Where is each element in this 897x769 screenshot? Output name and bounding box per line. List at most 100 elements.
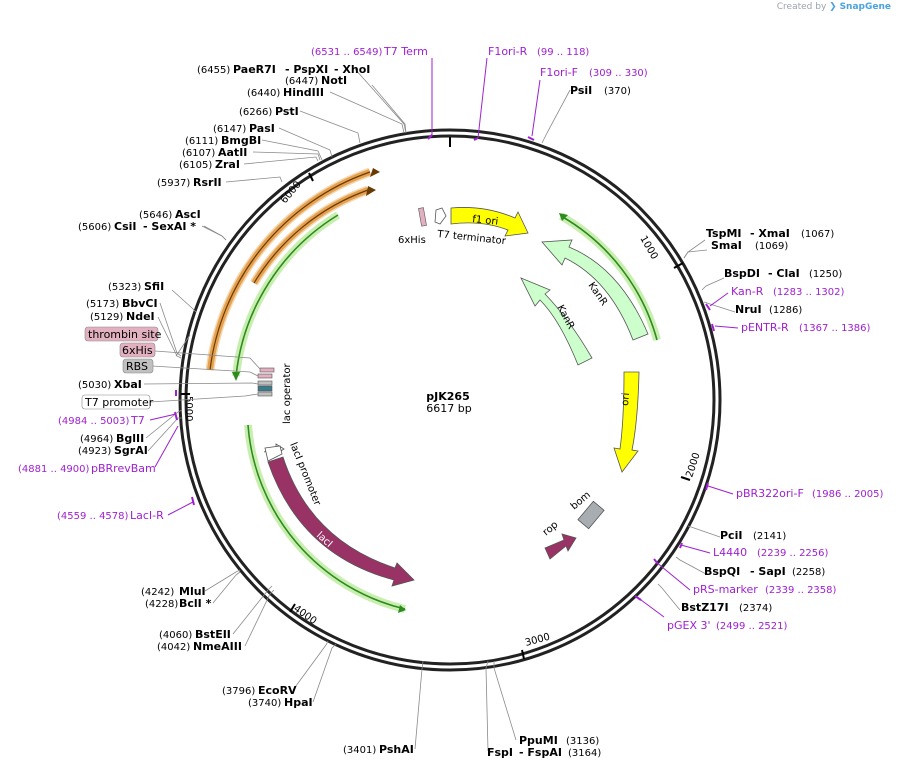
tick-label-2000: 2000 [684, 451, 702, 479]
primer-pos: (6531 .. 6549) [311, 47, 383, 58]
site-name: HpaI [284, 696, 313, 709]
site-pos: (370) [604, 86, 631, 97]
site-name: PsiI [570, 84, 592, 97]
site-name: BspQI [704, 565, 740, 578]
primer-name: pRS-marker [693, 583, 758, 596]
site-pos: (4060) [159, 630, 192, 641]
plasmid-size: 6617 bp [426, 402, 471, 415]
f1-ori-feature: f1 ori [450, 207, 529, 237]
site-name: BstZ17I [681, 601, 729, 614]
site-pos: (4042) [157, 642, 190, 653]
site-name: SgrAI [114, 444, 148, 457]
site-pos: (3164) [568, 748, 601, 759]
snapgene-logo-icon: ❯ [829, 2, 837, 12]
orange-feature-arcs [205, 167, 380, 371]
site-name: SmaI [711, 239, 742, 252]
primer-name: L4440 [713, 546, 747, 559]
snapgene-credit: Created by ❯ SnapGene [777, 2, 891, 12]
t7-promoter-label: T7 promoter [84, 396, 154, 409]
boxed-feature-labels: thrombin site 6xHis RBS T7 promoter [81, 326, 162, 410]
site-name: BglII [116, 432, 144, 445]
site-pos: (3136) [566, 736, 599, 747]
primer-pos: (4881 .. 4900) [18, 464, 90, 475]
site-name: - ClaI [768, 267, 800, 280]
site-name: CsiI [114, 220, 136, 233]
site-pos: (1250) [809, 269, 842, 280]
site-pos: (4964) [80, 434, 113, 445]
site-name: AatII [218, 146, 247, 159]
site-pos: (5173) [86, 299, 119, 310]
primer-pos: (1986 .. 2005) [812, 489, 884, 500]
site-name: PasI [249, 122, 275, 135]
ori-feature: ori [613, 371, 640, 473]
site-name: ZraI [215, 158, 240, 171]
site-name: - FspAI [519, 746, 562, 759]
site-pos: (4228) [145, 599, 178, 610]
site-name: - XhoI [334, 63, 370, 76]
site-name: RsrII [193, 176, 222, 189]
site-name: AscI [175, 208, 201, 221]
credit-brand: SnapGene [839, 2, 891, 12]
primer-name: pBRrevBam [91, 462, 156, 475]
site-name: BbvCI [122, 297, 158, 310]
site-name: XbaI [114, 378, 142, 391]
site-pos: (5323) [108, 282, 141, 293]
primer-pos: (1367 .. 1386) [799, 323, 871, 334]
site-pos: (1286) [769, 305, 802, 316]
primer-name: F1ori-R [488, 45, 528, 58]
primer-connectors [149, 57, 739, 618]
his-tag-box-label: 6xHis [122, 344, 153, 357]
site-pos: (6147) [213, 124, 246, 135]
site-name: HindIII [283, 86, 324, 99]
site-name: NmeAIII [193, 640, 242, 653]
site-pos: (3796) [222, 686, 255, 697]
site-connectors [143, 68, 736, 752]
site-name: PpuMI [519, 734, 558, 747]
his-tag-label: 6xHis [398, 235, 426, 246]
primer-pos: (309 .. 330) [589, 68, 648, 79]
site-name: TspMI [706, 227, 742, 240]
site-name: - SapI [750, 565, 786, 578]
site-name: PshAI [379, 743, 414, 756]
his-tag-feature: 6xHis [398, 207, 427, 246]
site-pos: (5646) [139, 210, 172, 221]
site-name: - PspXI [285, 63, 328, 76]
primer-pos: (2499 .. 2521) [716, 621, 788, 632]
primer-name: pGEX 3' [667, 619, 711, 632]
primer-name: Kan-R [731, 285, 764, 298]
primer-name: T7 [130, 414, 145, 427]
primer-name: pBR322ori-F [736, 487, 804, 500]
primer-name: LacI-R [130, 509, 164, 522]
site-pos: (6111) [185, 136, 218, 147]
site-name: NruI [735, 303, 762, 316]
site-pos: (4242) [141, 587, 174, 598]
lac-operator-feature: lac operator [257, 363, 293, 424]
primer-pos: (99 .. 118) [537, 47, 589, 58]
site-name: SfiI [144, 280, 164, 293]
primer-pos: (4984 .. 5003) [58, 416, 130, 427]
site-pos: (5030) [78, 380, 111, 391]
site-name: MluI [179, 585, 206, 598]
laci-feature: lacI [267, 456, 415, 587]
site-pos: (6440) [247, 88, 280, 99]
site-pos: (5937) [157, 178, 190, 189]
t7-terminator-label: T7 terminator [436, 229, 507, 247]
primer-pos: (1283 .. 1302) [773, 287, 845, 298]
kanr-feature-inner: KanR [520, 277, 593, 366]
rbs-label: RBS [126, 360, 148, 373]
rop-label: rop [541, 519, 561, 538]
site-name: - SexAI * [143, 220, 196, 233]
site-name: FspI [487, 746, 513, 759]
site-pos: (6266) [239, 107, 272, 118]
site-pos: (5606) [78, 222, 111, 233]
tick-label-4000: 4000 [291, 603, 318, 627]
site-name: - XmaI [750, 227, 790, 240]
site-pos: (6455) [197, 65, 230, 76]
site-pos: (3401) [343, 745, 376, 756]
site-pos: (6107) [182, 148, 215, 159]
bom-feature: bom [569, 490, 605, 530]
primer-name: F1ori-F [540, 66, 578, 79]
site-name: NotI [321, 74, 347, 87]
site-labels-left: (6455) PaeR7I - PspXI - XhoI (6447) NotI… [78, 63, 414, 756]
